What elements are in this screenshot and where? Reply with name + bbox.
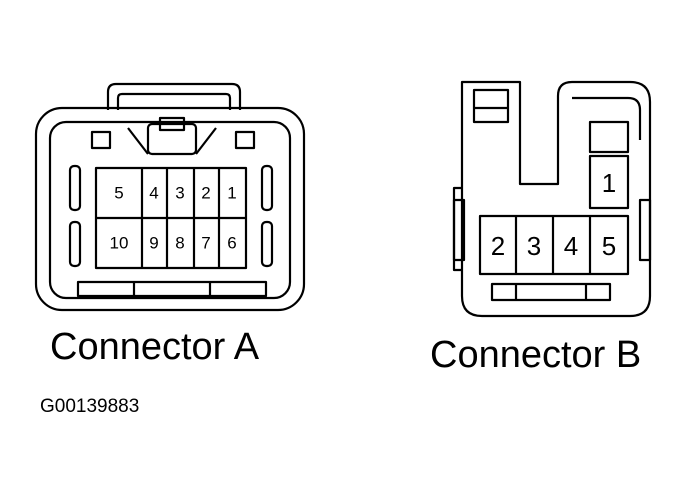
- figure-id: G00139883: [40, 396, 140, 417]
- connector-a-pin-3: 3: [175, 184, 184, 203]
- connector-a-pin-1: 1: [227, 184, 236, 203]
- connector-a-pin-9: 9: [149, 234, 158, 253]
- connector-a-pin-6: 6: [227, 234, 236, 253]
- connector-b-housing: [452, 80, 652, 318]
- connector-a-pin-8: 8: [175, 234, 184, 253]
- connector-a-pin-2: 2: [201, 184, 210, 203]
- connector-b-pin-5: 5: [602, 231, 616, 261]
- connector-a-pin-5: 5: [114, 184, 123, 203]
- connector-b-pin-1: 1: [602, 168, 616, 198]
- connector-a-pin-7: 7: [201, 234, 210, 253]
- connector-b-pin-3: 3: [527, 231, 541, 261]
- connector-a-housing: [34, 82, 306, 312]
- connector-a-pin-4: 4: [149, 184, 158, 203]
- connector-b-pin-2: 2: [491, 231, 505, 261]
- connector-b-caption: Connector B: [430, 334, 642, 376]
- connector-a-caption: Connector A: [50, 326, 260, 368]
- connector-b-pin-4: 4: [564, 231, 578, 261]
- connector-a-pin-10: 10: [110, 234, 129, 253]
